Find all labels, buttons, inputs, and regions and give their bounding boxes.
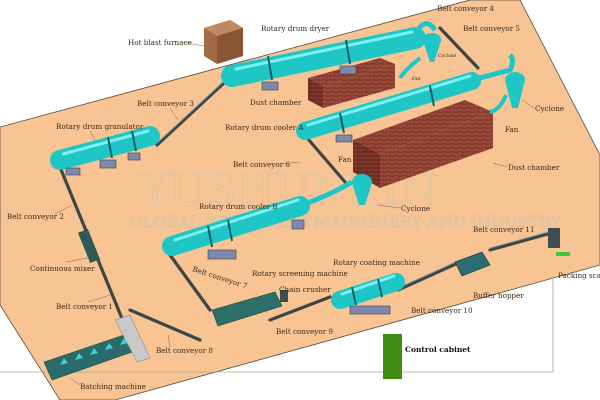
rotary-screening-machine [211, 291, 283, 327]
label-belt-conveyor-4: Belt conveyor 4 [437, 4, 494, 13]
chain-crusher [280, 290, 288, 302]
label-continuous-mixer: Continuous mixer [30, 264, 95, 273]
label-belt-conveyor-6: Belt conveyor 6 [233, 160, 290, 169]
belt-conveyor-6 [300, 130, 347, 184]
label-belt-conveyor-1: Belt conveyor 1 [56, 302, 113, 311]
hot-blast-furnace [204, 20, 243, 64]
control-cabinet [383, 334, 402, 379]
dust-chamber-2 [353, 100, 493, 188]
cyclone-cooler-b [299, 174, 372, 209]
belt-conveyor-9 [268, 295, 332, 322]
belt-conveyor-10 [396, 260, 462, 292]
belt-conveyor-7 [168, 253, 212, 312]
label-rotary-drum-cooler-b: Rotary drum cooler B [199, 202, 278, 211]
rotary-drum-dryer [221, 27, 426, 91]
rotary-drum-granulator [50, 126, 160, 176]
label-belt-conveyor-3: Belt conveyor 3 [137, 99, 194, 108]
label-chain-crusher: Chain crusher [279, 285, 331, 294]
cyclone-cooler-a [471, 53, 525, 114]
rotary-coating-machine [331, 273, 405, 315]
packing-scale [548, 228, 560, 248]
belt-conveyor-3 [155, 80, 227, 147]
label-buffer-hopper: Buffer hopper [473, 291, 524, 300]
rotary-drum-cooler-b [162, 196, 310, 260]
label-fan-1: Fan [505, 125, 519, 134]
label-belt-conveyor-9: Belt conveyor 9 [276, 327, 333, 336]
label-dust-chamber-1: Dust chamber [250, 98, 302, 107]
label-belt-conveyor-2: Belt conveyor 2 [7, 212, 64, 221]
label-rotary-screening-machine: Rotary screening machine [252, 269, 348, 278]
label-hot-blast-furnace: Hot blast furnace [128, 38, 192, 47]
batching-machine [43, 314, 151, 381]
label-rotary-coating-machine: Rotary coating machine [333, 258, 420, 267]
label-batching-machine: Batching machine [80, 382, 146, 391]
conveyors [53, 26, 557, 342]
label-belt-conveyor-5: Belt conveyor 5 [463, 24, 520, 33]
label-belt-conveyor-8: Belt conveyor 8 [156, 346, 213, 355]
label-packing-scale: Packing scale [558, 271, 600, 280]
label-rotary-drum-cooler-a: Rotary drum cooler A [225, 123, 304, 132]
label-dust-chamber-2: Dust chamber [508, 163, 560, 172]
label-cyclone-1: Cyclone [535, 104, 564, 113]
belt-conveyor-11 [488, 230, 557, 252]
control-line [0, 278, 554, 373]
cyclone-dryer [398, 21, 441, 80]
label-control-cabinet: Control cabinet [405, 345, 471, 354]
belt-conveyor-8 [128, 308, 202, 342]
rotary-drum-cooler-a [296, 72, 481, 143]
label-cyclone-2: Cyclone [401, 204, 430, 213]
label-rotary-drum-granulator: Rotary drum granulator [56, 122, 144, 131]
label-fan-small: Fan [412, 76, 420, 82]
label-rotary-drum-dryer: Rotary drum dryer [261, 24, 330, 33]
label-cyclone-small: Cyclone [438, 53, 457, 59]
belt-conveyor-5 [438, 26, 480, 70]
label-belt-conveyor-10: Belt conveyor 10 [411, 306, 473, 315]
labels: Hot blast furnace Rotary drum dryer Belt… [7, 4, 600, 391]
label-belt-conveyor-11: Belt conveyor 11 [473, 225, 535, 234]
buffer-hopper [454, 251, 491, 277]
continuous-mixer [78, 228, 100, 264]
label-fan-2: Fan [338, 155, 352, 164]
